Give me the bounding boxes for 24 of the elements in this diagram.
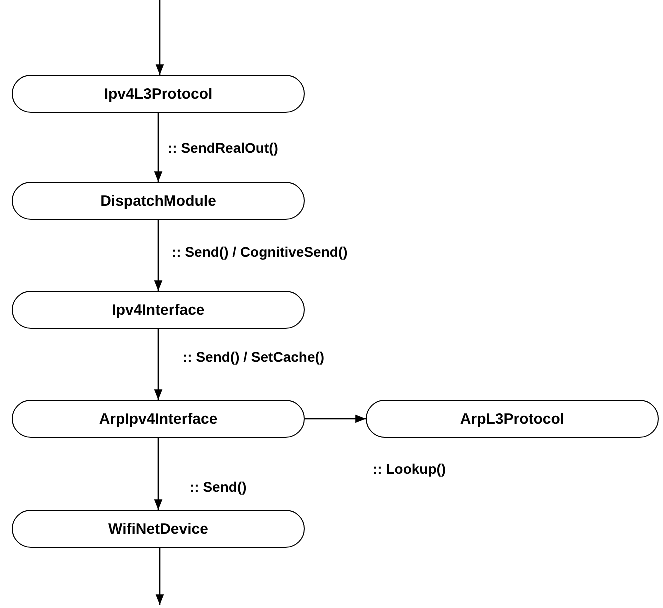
arrow: [154, 329, 163, 400]
arrow: [154, 113, 163, 182]
node-label: WifiNetDevice: [108, 520, 208, 538]
edge-label: :: SendRealOut(): [168, 140, 278, 156]
arrow: [156, 548, 164, 605]
node-label: ArpL3Protocol: [460, 410, 565, 428]
process-box: [12, 510, 305, 548]
process-box: [12, 75, 305, 113]
arrow: [154, 438, 163, 510]
edge-label: :: Send() / CognitiveSend(): [172, 244, 348, 260]
node-label: Ipv4L3Protocol: [104, 86, 213, 102]
edge-label: :: Lookup(): [373, 461, 446, 477]
arrow: [156, 0, 164, 75]
arrow: [305, 414, 366, 424]
node-label: Ipv4Interface: [112, 302, 205, 318]
edge-label: :: Send(): [190, 479, 247, 495]
process-box: [12, 291, 305, 329]
node-label: DispatchModule: [100, 192, 216, 210]
process-box: [366, 400, 659, 438]
process-box: [12, 182, 305, 220]
process-box: [12, 400, 305, 438]
edge-label: :: Send() / SetCache(): [183, 349, 325, 365]
node-label: ArpIpv4Interface: [99, 410, 218, 428]
arrow: [154, 220, 163, 291]
